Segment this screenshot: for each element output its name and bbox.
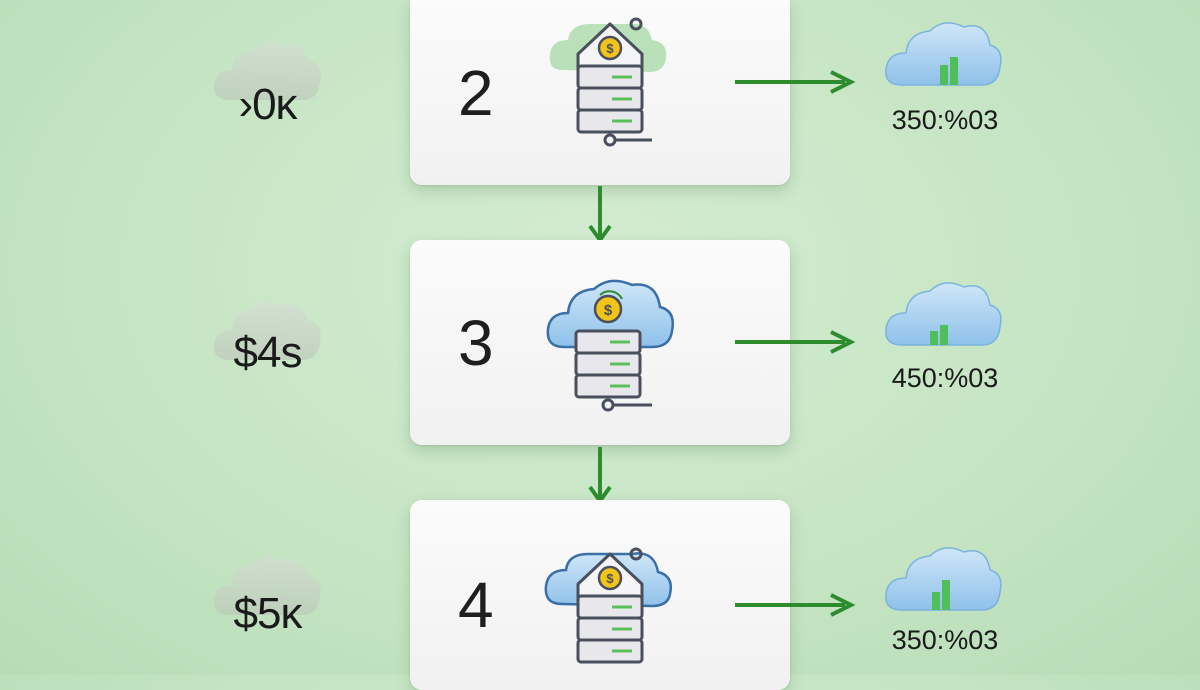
arrow-down-icon xyxy=(588,186,612,244)
step-number: 3 xyxy=(458,306,494,379)
cloud-icon xyxy=(213,41,321,100)
result-label: 350:%03 xyxy=(891,105,999,135)
house-cloud-server-icon: $ xyxy=(549,17,667,147)
cost-label: $5ĸ xyxy=(233,589,303,638)
svg-text:$: $ xyxy=(606,41,614,56)
cloud-chart-icon xyxy=(885,22,1002,86)
flow-diagram: ›0ĸ 2 $ 350:%03 xyxy=(200,0,1020,690)
cost-group-3: $5ĸ xyxy=(200,545,335,655)
cloud-icon xyxy=(213,556,321,615)
cloud-server-icon: $ xyxy=(546,279,674,412)
result-group-1: 350:%03 xyxy=(870,15,1020,135)
house-cloud-server-icon: $ xyxy=(544,547,672,664)
cloud-icon xyxy=(213,301,321,360)
step-card-3[interactable]: 3 $ xyxy=(410,240,790,445)
step-number: 2 xyxy=(458,56,494,129)
cloud-chart-icon xyxy=(885,547,1002,611)
step-card-2[interactable]: 2 $ xyxy=(410,0,790,185)
arrow-down-icon xyxy=(588,447,612,505)
step-card-4[interactable]: 4 $ xyxy=(410,500,790,690)
svg-text:$: $ xyxy=(604,302,613,319)
cloud-chart-icon xyxy=(885,282,1002,346)
cost-label: $4s xyxy=(233,328,303,377)
result-group-2: 450:%03 xyxy=(870,275,1020,393)
step-number: 4 xyxy=(458,569,494,641)
arrow-right-icon xyxy=(735,593,856,617)
cost-label: ›0ĸ xyxy=(238,80,297,129)
arrow-right-icon xyxy=(735,70,856,94)
svg-text:$: $ xyxy=(606,571,614,586)
cost-group-1: ›0ĸ xyxy=(200,30,335,140)
cost-group-2: $4s xyxy=(200,290,335,400)
result-group-3: 350:%03 xyxy=(870,540,1020,655)
result-label: 450:%03 xyxy=(891,363,999,393)
result-label: 350:%03 xyxy=(891,625,999,655)
arrow-right-icon xyxy=(735,330,856,354)
